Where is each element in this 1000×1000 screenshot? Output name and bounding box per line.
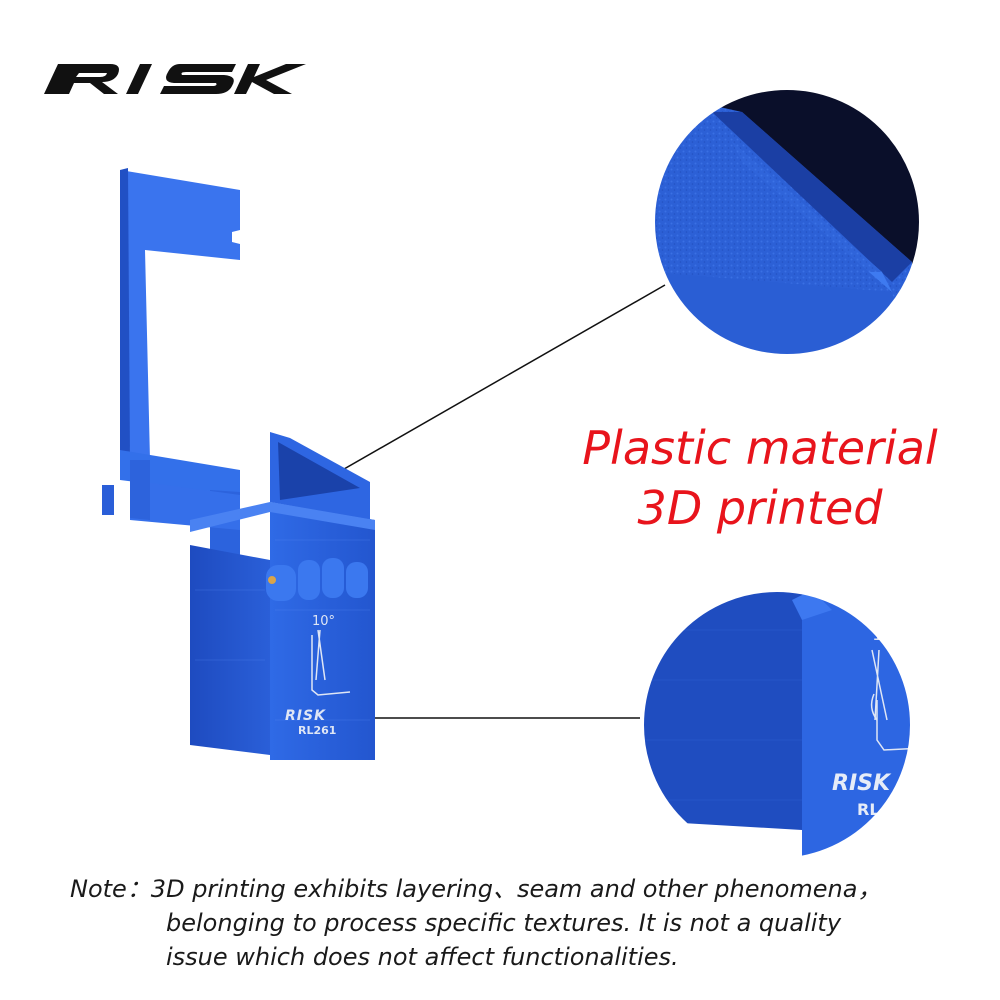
svg-text:RISK: RISK [832,771,892,796]
headline-line-1: Plastic material [582,421,938,475]
svg-text:RL: RL [857,800,880,819]
texture-zoom-circle [653,88,921,356]
hinged-tool-image [102,168,375,760]
headline-line-2: 3D printed [637,481,883,535]
engraving-zoom-circle: 1 RISK RL [642,590,912,860]
product-code: RL261 [298,724,337,737]
headline: Plastic material 3D printed [560,418,960,538]
risk-logo-icon [44,64,306,94]
risk-logo: RISK [40,58,315,98]
note-line-2: belonging to process specific textures. … [166,909,842,937]
product-logo-engraving: RISK [285,708,326,724]
note-line-3: issue which does not affect functionalit… [166,943,679,971]
angle-label: 10° [312,614,336,629]
leader-line-top [289,284,666,501]
note-line-1: Note：3D printing exhibits layering、seam … [70,875,882,903]
note: Note：3D printing exhibits layering、seam … [70,872,970,974]
